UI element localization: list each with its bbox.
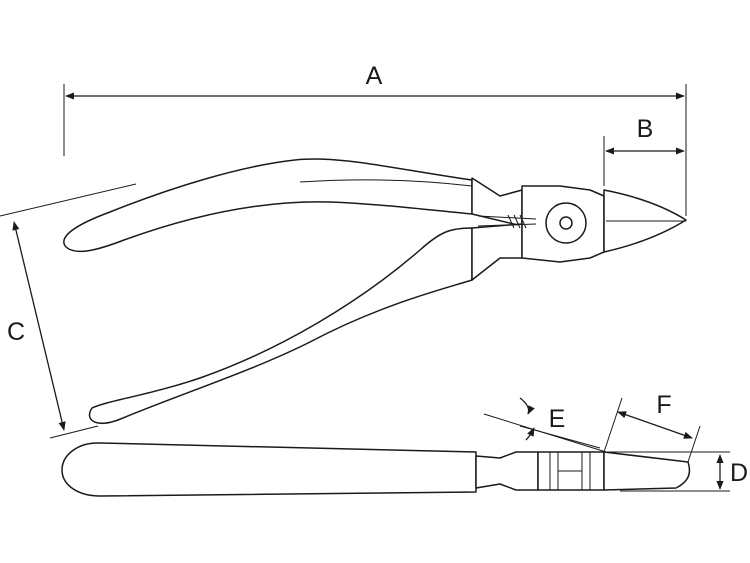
dimension-d-label: D bbox=[730, 459, 748, 487]
dimension-f-line bbox=[617, 411, 693, 439]
side-body-ribs bbox=[549, 452, 591, 490]
spring bbox=[477, 214, 537, 229]
dimensions: A B C D E F bbox=[0, 62, 748, 492]
dimension-c-ext-top bbox=[0, 183, 137, 217]
side-neck bbox=[475, 451, 539, 491]
pliers-side-view bbox=[61, 442, 691, 497]
dimension-e-arrow-2 bbox=[525, 427, 535, 441]
lower-neck bbox=[471, 223, 523, 281]
pivot-inner bbox=[559, 216, 573, 230]
dimension-e-arrow bbox=[519, 397, 535, 415]
dimension-f-ext-right bbox=[687, 425, 701, 463]
dimension-f-ext-left bbox=[603, 397, 623, 453]
dimension-b-label: B bbox=[637, 115, 654, 143]
side-handle bbox=[61, 442, 477, 497]
dimension-c-label: C bbox=[7, 318, 25, 346]
upper-handle bbox=[63, 158, 473, 253]
pliers-top-view bbox=[63, 158, 687, 424]
side-jaw-tip bbox=[603, 451, 691, 491]
dimension-f-label: F bbox=[656, 391, 671, 419]
dimension-c-ext-bottom bbox=[49, 425, 99, 439]
lower-handle bbox=[88, 227, 473, 424]
dimension-a-label: A bbox=[366, 62, 383, 90]
upper-neck bbox=[471, 177, 523, 227]
dimension-c-line bbox=[12, 221, 66, 431]
upper-handle-grip-line bbox=[299, 179, 473, 187]
dimension-e-label: E bbox=[549, 405, 566, 433]
